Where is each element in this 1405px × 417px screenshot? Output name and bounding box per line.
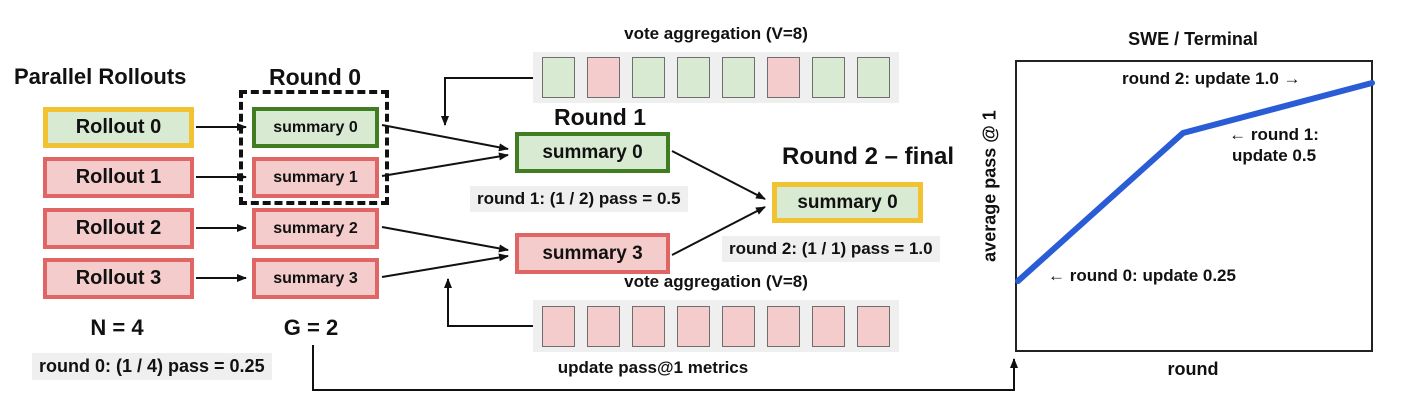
vote-square — [542, 57, 575, 98]
round0-metric-caption: round 0: (1 / 4) pass = 0.25 — [32, 353, 272, 380]
round0-summary-3-box: summary 3 — [252, 258, 379, 299]
round0-heading: Round 0 — [269, 64, 361, 90]
vote-square — [857, 305, 890, 347]
round0-summary-1-box: summary 1 — [252, 157, 379, 198]
vote-square — [722, 305, 755, 347]
rollout-1-box: Rollout 1 — [43, 157, 194, 198]
arrow-votes-top-elbow — [441, 77, 533, 126]
round0-summary-0-box: summary 0 — [252, 107, 379, 148]
round1-heading: Round 1 — [554, 104, 646, 130]
vote-aggregation-top-label: vote aggregation (V=8) — [624, 24, 808, 43]
chart-x-axis-label: round — [1167, 359, 1219, 379]
rollout-3-box: Rollout 3 — [43, 258, 194, 299]
update-pass-metrics-label: update pass@1 metrics — [557, 358, 749, 377]
vote-strip-top — [533, 52, 899, 103]
rollout-2-box: Rollout 2 — [43, 208, 194, 249]
round2-heading: Round 2 – final — [781, 143, 955, 170]
n-equals-label: N = 4 — [90, 315, 144, 340]
round1-metric-caption: round 1: (1 / 2) pass = 0.5 — [470, 186, 688, 212]
vote-square — [722, 57, 755, 98]
chart-y-axis-label: average pass @ 1 — [979, 110, 1000, 262]
round0-summary-2-box: summary 2 — [252, 208, 379, 249]
arrow-summary2-round1 — [381, 226, 509, 253]
vote-aggregation-bottom-label: vote aggregation (V=8) — [624, 272, 808, 291]
round1-summary-3-box: summary 3 — [515, 233, 670, 274]
vote-square — [632, 305, 665, 347]
arrow-summary3-round1 — [381, 253, 509, 278]
chart-plot-area — [1015, 60, 1373, 352]
vote-square — [677, 57, 710, 98]
vote-square — [587, 305, 620, 347]
arrow-votes-bottom-elbow — [444, 278, 533, 327]
vote-square — [857, 57, 890, 98]
vote-square — [542, 305, 575, 347]
vote-square — [677, 305, 710, 347]
round2-summary-0-box: summary 0 — [772, 182, 923, 223]
vote-strip-bottom — [533, 300, 899, 352]
vote-square — [767, 57, 800, 98]
vote-square — [812, 57, 845, 98]
chart-annotation-round2: round 2: update 1.0 → — [1122, 69, 1301, 88]
g-equals-label: G = 2 — [283, 315, 339, 340]
vote-square — [767, 305, 800, 347]
round1-summary-0-box: summary 0 — [515, 132, 670, 173]
vote-square — [587, 57, 620, 98]
vote-square — [632, 57, 665, 98]
parallel-rollouts-heading: Parallel Rollouts — [14, 64, 187, 89]
arrow-summary0-round1 — [381, 124, 509, 152]
chart-title: SWE / Terminal — [1128, 29, 1258, 49]
vote-square — [812, 305, 845, 347]
chart-annotation-round1: ← round 1: update 0.5 — [1229, 125, 1319, 166]
chart-annotation-round0: ← round 0: update 0.25 — [1048, 266, 1236, 285]
round2-metric-caption: round 2: (1 / 1) pass = 1.0 — [722, 236, 940, 262]
rollout-0-box: Rollout 0 — [43, 107, 194, 148]
arrow-summary1-round1 — [381, 152, 509, 177]
